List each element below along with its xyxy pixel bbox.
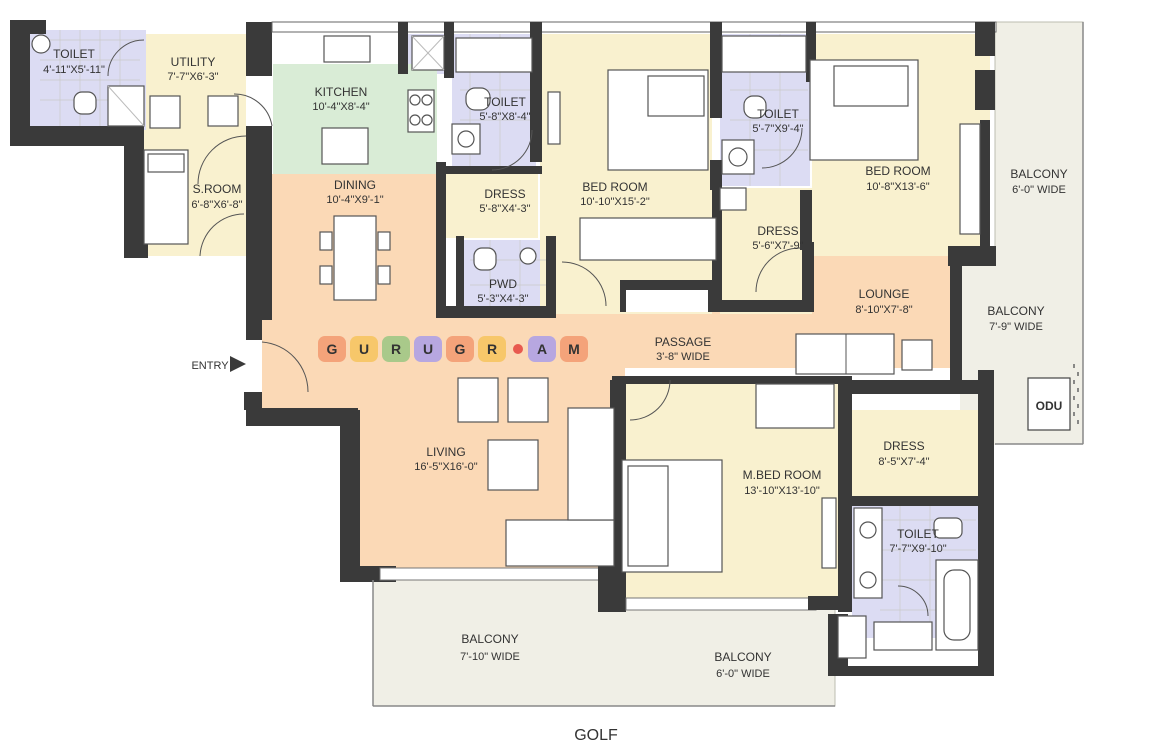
kitchen-dim: 10'-4"X8'-4" bbox=[312, 101, 369, 113]
watermark-tile-g2 bbox=[446, 336, 474, 362]
bed-room-2-name: BED ROOM bbox=[865, 164, 930, 178]
m-bed-room-name: M.BED ROOM bbox=[743, 468, 822, 482]
toilet-1-name: TOILET bbox=[53, 47, 95, 61]
m-bed-room-dim: 13'-10"X13'-10" bbox=[744, 485, 820, 497]
watermark-letter-r1: R bbox=[391, 341, 401, 357]
room-labels: TOILET 4'-11"X5'-11" UTILITY 7'-7"X6'-3"… bbox=[43, 47, 1068, 744]
bed-room-1-name: BED ROOM bbox=[582, 180, 647, 194]
walls bbox=[10, 20, 997, 676]
toilet-1-dim: 4'-11"X5'-11" bbox=[43, 64, 105, 76]
lounge-dim: 8'-10"X7'-8" bbox=[855, 304, 912, 316]
dress-1-name: DRESS bbox=[484, 187, 525, 201]
dress-1-dim: 5'-8"X4'-3" bbox=[479, 203, 530, 215]
watermark-letter-m: M bbox=[568, 341, 580, 357]
watermark-letter-r2: R bbox=[487, 341, 497, 357]
watermark-tile-m bbox=[560, 336, 588, 362]
watermark-letter-u2: U bbox=[423, 341, 433, 357]
balcony-east-floor bbox=[994, 21, 1084, 445]
kitchen-name: KITCHEN bbox=[315, 85, 368, 99]
watermark-letter-a: A bbox=[537, 341, 547, 357]
dress-2-name: DRESS bbox=[757, 224, 798, 238]
watermark-tile-a bbox=[528, 336, 556, 362]
watermark-letter-g1: G bbox=[327, 341, 338, 357]
entry-arrow-icon bbox=[230, 356, 246, 372]
pwd-dim: 5'-3"X4'-3" bbox=[477, 293, 528, 305]
passage-dim: 3'-8" WIDE bbox=[656, 351, 710, 363]
utility-name: UTILITY bbox=[171, 55, 216, 69]
toilet-4-name: TOILET bbox=[897, 527, 939, 541]
dining-name: DINING bbox=[334, 178, 376, 192]
toilet-3-dim: 5'-7"X9'-4" bbox=[752, 123, 803, 135]
dress-1-floor bbox=[442, 172, 538, 238]
living-dim: 16'-5"X16'-0" bbox=[414, 461, 477, 473]
balcony-4-dim: 6'-0" WIDE bbox=[716, 668, 770, 680]
watermark-letter-g2: G bbox=[455, 341, 466, 357]
watermark-dot bbox=[513, 344, 523, 354]
balcony-2-name: BALCONY bbox=[987, 304, 1044, 318]
entry-label: ENTRY bbox=[191, 360, 229, 372]
balcony-details bbox=[372, 22, 1084, 707]
odu-label: ODU bbox=[1036, 399, 1063, 413]
toilet-2-dim: 5'-8"X8'-4" bbox=[479, 111, 530, 123]
fixtures bbox=[31, 34, 981, 659]
s-room-name: S.ROOM bbox=[193, 182, 242, 196]
watermark-tile-g1 bbox=[318, 336, 346, 362]
balcony-4-name: BALCONY bbox=[714, 650, 771, 664]
dress-3-floor bbox=[848, 410, 978, 500]
watermark-letter-u1: U bbox=[359, 341, 369, 357]
dining-dim: 10'-4"X9'-1" bbox=[326, 194, 383, 206]
utility-dim: 7'-7"X6'-3" bbox=[167, 71, 218, 83]
watermark-tile-r1 bbox=[382, 336, 410, 362]
dress-3-dim: 8'-5"X7'-4" bbox=[878, 456, 929, 468]
dress-3-name: DRESS bbox=[883, 439, 924, 453]
passage-name: PASSAGE bbox=[655, 335, 711, 349]
toilet-4-dim: 7'-7"X9'-10" bbox=[889, 543, 946, 555]
gurugram-watermark: G U R U G R A M bbox=[318, 336, 588, 362]
watermark-tile-u2 bbox=[414, 336, 442, 362]
balcony-3-name: BALCONY bbox=[461, 632, 518, 646]
living-name: LIVING bbox=[426, 445, 465, 459]
watermark-tile-u1 bbox=[350, 336, 378, 362]
s-room-dim: 6'-8"X6'-8" bbox=[191, 199, 242, 211]
door-swings bbox=[107, 39, 929, 617]
lounge-name: LOUNGE bbox=[859, 287, 910, 301]
dress-2-dim: 5'-6"X7'-9" bbox=[752, 240, 803, 252]
golf-label: GOLF bbox=[574, 727, 618, 744]
watermark-tile-r2 bbox=[478, 336, 506, 362]
toilet-3-name: TOILET bbox=[757, 107, 799, 121]
bed-room-2-dim: 10'-8"X13'-6" bbox=[866, 181, 929, 193]
living-dining-floor bbox=[262, 174, 955, 580]
balcony-2-dim: 7'-9" WIDE bbox=[989, 321, 1043, 333]
bed-room-1-dim: 10'-10"X15'-2" bbox=[580, 196, 650, 208]
pwd-name: PWD bbox=[489, 277, 517, 291]
balcony-1-name: BALCONY bbox=[1010, 167, 1067, 181]
toilet-2-name: TOILET bbox=[484, 95, 526, 109]
odu-unit bbox=[1027, 377, 1071, 431]
balcony-1-dim: 6'-0" WIDE bbox=[1012, 184, 1066, 196]
balcony-3-dim: 7'-10" WIDE bbox=[460, 651, 520, 663]
